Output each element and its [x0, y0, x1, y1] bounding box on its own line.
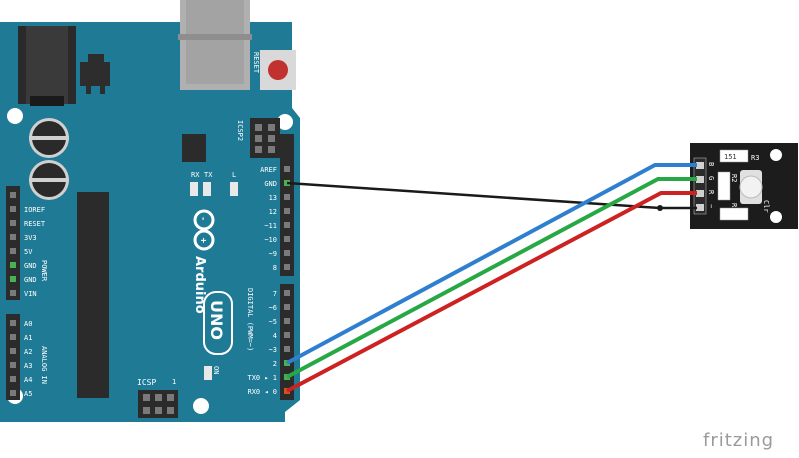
- power-header: [6, 186, 20, 300]
- r1-label: R1: [730, 203, 738, 211]
- module-hole: [770, 211, 782, 223]
- mounting-hole: [193, 398, 209, 414]
- tx-led: [203, 182, 211, 196]
- pin-a4: A4: [24, 376, 32, 384]
- pin-a1: A1: [24, 334, 32, 342]
- wires: [286, 163, 697, 393]
- pin-a5: A5: [24, 390, 32, 398]
- module-pin-g: G: [707, 176, 715, 180]
- reset-label: RESET: [252, 52, 260, 74]
- icsp-label: ICSP: [137, 378, 156, 387]
- pin-6: ~6: [269, 304, 277, 312]
- usb-chip: [182, 134, 206, 162]
- on-label: ON: [212, 366, 220, 374]
- pin-9: ~9: [269, 250, 277, 258]
- clr-label: Clr: [762, 200, 770, 213]
- voltage-regulator: [80, 54, 110, 94]
- l-led: [230, 182, 238, 196]
- green-wire: [286, 177, 697, 379]
- pin-reset: RESET: [24, 220, 46, 228]
- board-pcb: [0, 22, 300, 422]
- pin-gnd-3: GND: [264, 180, 277, 188]
- rx-led: [190, 182, 198, 196]
- module-pin-b: B: [707, 162, 715, 166]
- resistor-r3: 151: [719, 149, 749, 163]
- usb-connector: [178, 0, 252, 90]
- pin-8: 8: [273, 264, 277, 272]
- icsp2-header: [250, 118, 280, 158]
- fritzing-watermark: fritzing: [703, 430, 774, 451]
- arduino-uno-board: RESET ICSP2: [0, 0, 300, 422]
- reset-button[interactable]: [260, 50, 296, 90]
- pin-gnd-1: GND: [24, 262, 37, 270]
- analog-header: [6, 314, 20, 400]
- module-pin-header: [693, 157, 707, 215]
- blue-wire: [286, 163, 697, 365]
- pin-10: ~10: [264, 236, 277, 244]
- on-led: [204, 366, 212, 380]
- r2-label: R2: [730, 174, 738, 182]
- analog-label: ANALOG IN: [40, 346, 48, 384]
- pin-5: ~5: [269, 318, 277, 326]
- module-pin-gnd: −: [707, 204, 715, 208]
- pin-gnd-2: GND: [24, 276, 37, 284]
- resistor-r2: [717, 171, 731, 201]
- pin-13: 13: [269, 194, 277, 202]
- pin-2: 2: [273, 360, 277, 368]
- uno-badge: UNO: [203, 291, 233, 355]
- tx-label: TX: [204, 171, 213, 179]
- dc-power-jack: [18, 26, 76, 106]
- icsp-header: [138, 390, 178, 418]
- digital-label: DIGITAL (PWM=~): [246, 288, 254, 351]
- module-pin-r: R: [707, 190, 715, 195]
- rgb-led-module: B G R − 151 R3 R2 R1 Clr: [690, 143, 798, 229]
- module-hole: [770, 149, 782, 161]
- icsp-pin1-label: 1: [172, 378, 176, 386]
- digital-header-top: [280, 134, 294, 276]
- mounting-hole: [277, 114, 293, 130]
- arduino-brand: Arduino: [192, 256, 207, 314]
- pin-a2: A2: [24, 348, 32, 356]
- svg-text:-: -: [199, 217, 208, 220]
- pin-11: ~11: [264, 222, 277, 230]
- svg-text:151: 151: [724, 153, 737, 161]
- capacitor: [29, 118, 69, 158]
- pin-vin: VIN: [24, 290, 37, 298]
- atmega-chip: [77, 192, 109, 398]
- pin-5v: 5V: [24, 248, 33, 256]
- pin-aref: AREF: [260, 166, 277, 174]
- pin-3v3: 3V3: [24, 234, 37, 242]
- pin-0-rx: RX0 ◂ 0: [247, 388, 277, 396]
- red-wire: [286, 191, 697, 393]
- pin-12: 12: [269, 208, 277, 216]
- pin-ioref: IOREF: [24, 206, 45, 214]
- rgb-led: [739, 170, 763, 204]
- r3-label: R3: [751, 154, 759, 162]
- l-led-label: L: [232, 171, 236, 179]
- capacitor: [29, 160, 69, 200]
- svg-text:+: +: [199, 237, 208, 244]
- arduino-logo: - +: [193, 209, 215, 251]
- pin-a3: A3: [24, 362, 32, 370]
- pin-4: 4: [273, 332, 277, 340]
- pin-7: 7: [273, 290, 277, 298]
- mounting-hole: [7, 108, 23, 124]
- uno-label: UNO: [207, 300, 226, 340]
- icsp2-label: ICSP2: [236, 120, 244, 141]
- pin-3: ~3: [269, 346, 277, 354]
- resistor-r1: [719, 207, 749, 221]
- wire-end: [657, 205, 663, 211]
- rx-label: RX: [191, 171, 200, 179]
- pin-1-tx: TX0 ▸ 1: [247, 374, 277, 382]
- power-label: POWER: [40, 260, 48, 282]
- pin-a0: A0: [24, 320, 32, 328]
- digital-header-bottom: [280, 284, 294, 400]
